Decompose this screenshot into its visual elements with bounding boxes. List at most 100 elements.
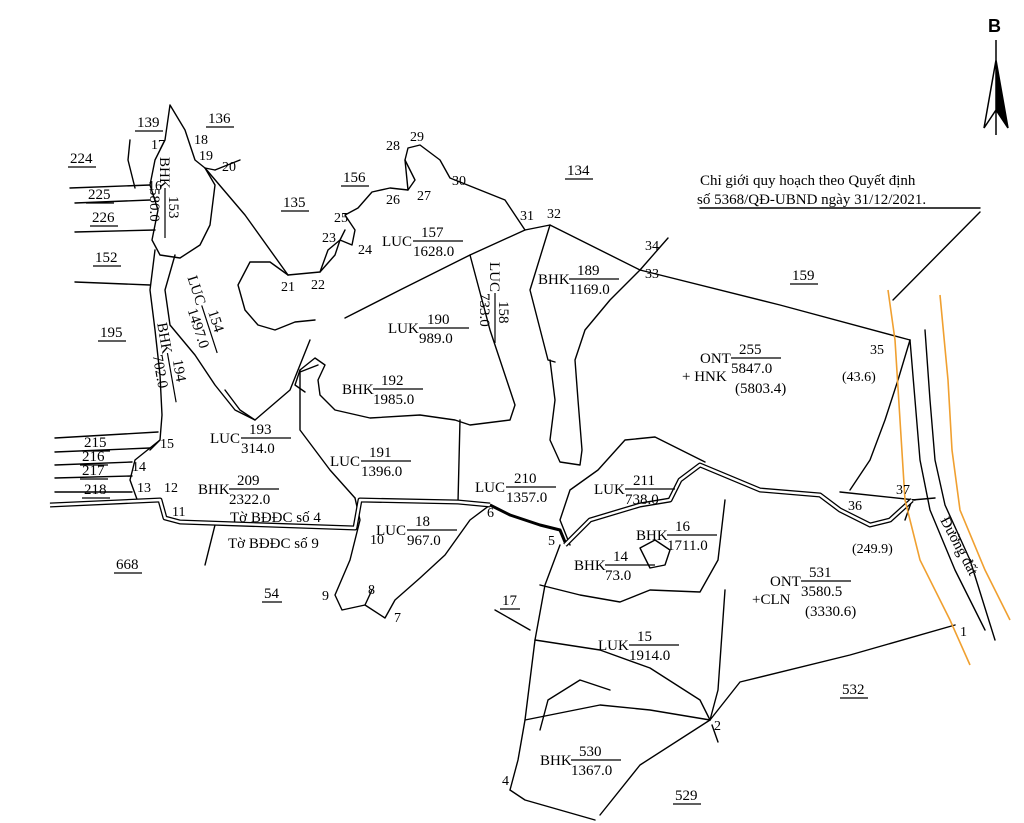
neighbor-parcel-136: 136 [208, 111, 231, 127]
parcel-number: 194 [169, 358, 189, 383]
parcel-type: BHK [574, 558, 606, 574]
vertex-13: 13 [137, 481, 151, 496]
parcel-type: BHK [198, 482, 230, 498]
parcel-type2: +CLN [752, 592, 791, 608]
parcel-label-531: ONT 531 3580.5 +CLN (3330.6) [752, 565, 856, 620]
vertex-32: 32 [547, 207, 561, 222]
parcel-type: ONT [700, 351, 731, 367]
vertex-22: 22 [311, 278, 325, 293]
neighbor-parcel-225: 225 [88, 187, 111, 203]
sheet-label-4: Tờ BĐĐC số 4 [230, 510, 321, 526]
parcel-type: BHK [636, 528, 668, 544]
neighbor-parcel-195: 195 [100, 325, 123, 341]
parcel-number: 158 [495, 301, 511, 324]
neighbor-parcel-224: 224 [70, 151, 93, 167]
vertex-21: 21 [281, 280, 295, 295]
neighbor-parcel-226: 226 [92, 210, 115, 226]
parcel-number: 14 [613, 549, 629, 565]
parcel-label-211: LUK 211 738.0 [594, 473, 675, 508]
vertex-23: 23 [322, 231, 336, 246]
vertex-6: 6 [487, 506, 494, 521]
north-arrow: B [983, 16, 1009, 135]
neighbor-parcel-215: 215 [84, 435, 107, 451]
vertex-18: 18 [194, 133, 208, 148]
neighbor-parcel-139: 139 [137, 115, 160, 131]
parcel-sub-area: (3330.6) [805, 604, 856, 620]
parcel-type: LUK [388, 321, 419, 337]
parcel-number: 16 [675, 519, 691, 535]
parcel-number: 530 [579, 744, 602, 760]
vertex-2: 2 [714, 719, 721, 734]
parcel-area: 738.0 [625, 492, 659, 508]
vertex-33: 33 [645, 267, 659, 282]
parcel-number: 157 [421, 225, 444, 241]
parcel-area: 1357.0 [506, 490, 547, 506]
neighbor-parcel-17: 17 [502, 593, 518, 609]
planning-note-line1: Chỉ giới quy hoạch theo Quyết định [700, 173, 916, 189]
vertex-14: 14 [132, 460, 146, 475]
vertex-15: 15 [160, 437, 174, 452]
neighbor-parcel-217: 217 [82, 463, 105, 479]
parcel-number: 190 [427, 312, 450, 328]
vertex-37: 37 [896, 483, 910, 498]
parcel-type: LUC [475, 480, 505, 496]
vertex-35: 35 [870, 343, 884, 358]
parcel-type: BHK [153, 321, 174, 355]
vertex-9: 9 [322, 589, 329, 604]
vertex-1: 1 [960, 625, 967, 640]
parcel-number: 189 [577, 263, 600, 279]
parcel-type: LUC [184, 274, 208, 307]
parcel-type: LUK [594, 482, 625, 498]
vertex-24: 24 [358, 243, 372, 258]
parcel-number: 209 [237, 473, 260, 489]
parcel-type: LUC [382, 234, 412, 250]
parcel-boundaries [54, 104, 981, 821]
neighbor-parcel-156: 156 [343, 170, 366, 186]
vertex-28: 28 [386, 139, 400, 154]
planning-note: Chỉ giới quy hoạch theo Quyết định số 53… [697, 173, 926, 208]
parcel-area: 3580.5 [801, 584, 842, 600]
parcel-number: 153 [165, 196, 181, 219]
parcel-labels: BHK153580.0LUC1541497.0BHK194702.0LUC157… [146, 157, 856, 779]
parcel-number: 531 [809, 565, 832, 581]
parcel-type: LUC [486, 262, 502, 292]
parcel-area: 1914.0 [629, 648, 670, 664]
parcel-area: 73.0 [605, 568, 631, 584]
parcel-area: 1367.0 [571, 763, 612, 779]
vertex-29: 29 [410, 130, 424, 145]
parcel-area: 1985.0 [373, 392, 414, 408]
annotation-36: (249.9) [852, 542, 893, 557]
neighbor-parcel-668: 668 [116, 557, 139, 573]
neighbor-parcel-159: 159 [792, 268, 815, 284]
parcel-type2: + HNK [682, 369, 727, 385]
neighbor-parcel-134: 134 [567, 163, 590, 179]
parcel-area: 580.0 [146, 188, 162, 222]
parcel-number: 154 [204, 308, 226, 335]
parcel-number: 192 [381, 373, 404, 389]
neighbor-parcel-532: 532 [842, 682, 865, 698]
vertex-5: 5 [548, 534, 555, 549]
vertex-12: 12 [164, 481, 178, 496]
vertex-25: 25 [334, 211, 348, 226]
parcel-area: 1396.0 [361, 464, 402, 480]
parcel-type: LUC [330, 454, 360, 470]
neighbor-parcel-54: 54 [264, 586, 280, 602]
neighbor-parcel-218: 218 [84, 482, 107, 498]
parcel-type: ONT [770, 574, 801, 590]
parcel-area: 1711.0 [667, 538, 708, 554]
neighbor-parcel-216: 216 [82, 449, 105, 465]
parcel-area: 5847.0 [731, 361, 772, 377]
parcel-number: 191 [369, 445, 392, 461]
north-label: B [988, 16, 1001, 36]
thick-boundaries [49, 462, 914, 547]
parcel-number: 211 [633, 473, 655, 489]
